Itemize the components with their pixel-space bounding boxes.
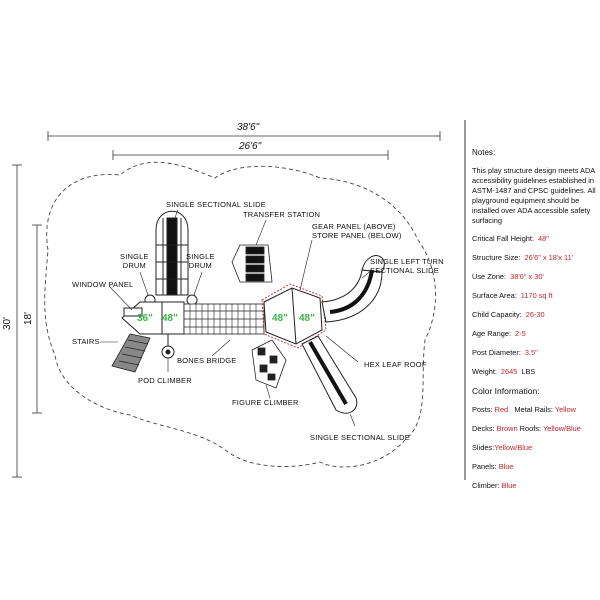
top-sectional-slide [155, 210, 189, 296]
label-store-panel: STORE PANEL (BELOW) [312, 231, 402, 240]
window-panel [123, 307, 143, 317]
dim-overall-width: 38'6" [237, 122, 260, 133]
use-zone-outline [44, 161, 436, 468]
hex-leaf-roof [261, 283, 327, 349]
figure-climber [251, 339, 287, 389]
deck-height-48-center: 48" [272, 313, 288, 324]
label-transfer-station: TRANSFER STATION [243, 210, 321, 219]
spec-row: Surface Area:1170 sq ft [472, 291, 553, 300]
label-pod-climber: POD CLIMBER [138, 376, 192, 385]
stairs [111, 333, 151, 373]
leader-lines [100, 209, 373, 427]
spec-row: Child Capacity:26-30 [472, 310, 545, 319]
deck-height-36: 36" [137, 313, 153, 324]
spec-row: Critical Fall Height:48" [472, 234, 549, 243]
pod-climber [161, 334, 175, 359]
right-deck [263, 287, 323, 345]
spec-row: Use Zone:38'6" x 30' [472, 272, 544, 281]
spec-row: Age Range:2-5 [472, 329, 526, 338]
deck-height-48-left: 48" [162, 313, 178, 324]
color-row-climber: Climber: Blue [472, 481, 517, 490]
deck-height-48-right: 48" [299, 313, 315, 324]
bones-bridge [183, 303, 265, 335]
dim-structure-depth: 18' [23, 311, 34, 325]
color-row-slides: Slides:Yellow/Blue [472, 443, 533, 452]
label-window-panel: WINDOW PANEL [72, 280, 134, 289]
dim-30-line [12, 164, 22, 478]
color-row-posts: Posts: Red Metal Rails: Yellow [472, 405, 576, 414]
dim-18-line [32, 224, 42, 414]
dim-structure-width: 26'6" [239, 141, 262, 152]
label-gear-panel: GEAR PANEL (ABOVE) [312, 222, 396, 231]
spec-row: Post Diameter:3.5" [472, 348, 538, 357]
spec-row: Structure Size:26'6" x 18'x 11' [472, 253, 574, 262]
bones-bridge-slats [189, 304, 257, 334]
bottom-sectional-slide [301, 335, 358, 414]
transfer-station [231, 244, 273, 283]
color-row-decks: Decks: Brown Roofs: Yellow/Blue [472, 424, 581, 433]
color-info-title: Color Information: [472, 386, 540, 396]
label-single-sectional-slide-top: SINGLE SECTIONAL SLIDE [166, 200, 266, 209]
label-bones-bridge: BONES BRIDGE [177, 356, 237, 365]
dim-38-line [47, 131, 441, 141]
color-row-panels: Panels: Blue [472, 462, 514, 471]
label-single-sectional-slide-bottom: SINGLE SECTIONAL SLIDE [310, 433, 410, 442]
label-figure-climber: FIGURE CLIMBER [232, 398, 299, 407]
notes-panel: Notes: This play structure design meets … [472, 148, 598, 500]
notes-title: Notes: [472, 148, 496, 157]
left-turn-slide [321, 255, 385, 323]
label-stairs: STAIRS [72, 337, 100, 346]
dim-overall-depth: 30' [2, 316, 13, 330]
dim-26-line [112, 150, 389, 160]
notes-paragraph: This play structure design meets ADA acc… [472, 166, 596, 225]
single-drum-right [186, 294, 198, 306]
label-hex-leaf-roof: HEX LEAF ROOF [364, 360, 427, 369]
